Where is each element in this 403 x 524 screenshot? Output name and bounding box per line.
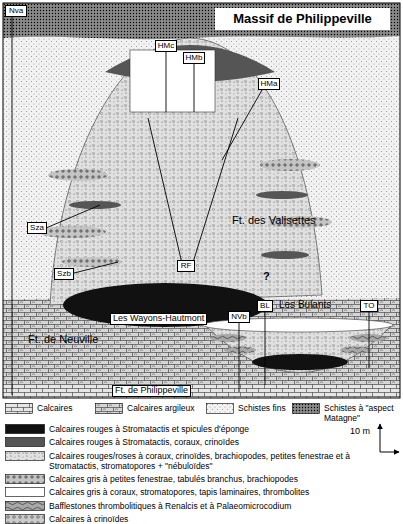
legend-entry: Calcaires argileux <box>95 403 195 414</box>
swatch-pattern <box>6 438 45 447</box>
borehole-name: BL <box>258 301 272 311</box>
borehole-tag: HMb <box>183 52 205 64</box>
swatch-fill <box>293 404 320 414</box>
swatch-fill <box>6 502 45 511</box>
formation-label: Ft. de Neuville <box>28 333 98 345</box>
borehole-name: Szb <box>55 269 73 279</box>
swatch-pattern <box>6 404 33 414</box>
borehole-tag: Nva <box>5 5 27 17</box>
legend-swatch <box>5 487 45 497</box>
section-frame <box>3 3 400 398</box>
legend-swatch <box>95 403 123 414</box>
legend-entry: Calcaires <box>5 403 72 414</box>
borehole-name: HMb <box>184 53 204 63</box>
swatch-pattern <box>6 425 45 434</box>
formation-label: Les Bulants <box>279 299 331 310</box>
borehole-tag: HMa <box>258 78 280 90</box>
borehole-name: Nva <box>6 6 26 16</box>
borehole-name: Sza <box>28 223 46 233</box>
borehole-tag: NVb <box>228 311 250 323</box>
borehole-tag: BL <box>257 300 273 312</box>
section-lines <box>12 17 369 395</box>
borehole-tag: Szb <box>54 268 74 280</box>
legend-text: Schistes fins <box>238 403 286 413</box>
swatch-fill <box>6 452 45 461</box>
swatch-pattern <box>96 404 123 414</box>
borehole-tag: HMc <box>155 40 177 52</box>
legend-text: Calcaires à crinoïdes <box>49 514 128 524</box>
legend-entry: Calcaires rouges à Stromatactis et spicu… <box>5 424 249 434</box>
legend-swatch <box>5 403 33 414</box>
legend-entry: Calcaires gris à petites fenestrae, tabu… <box>5 474 298 484</box>
borehole-name: RF <box>178 261 194 271</box>
mound-les-bulants <box>203 318 393 373</box>
mound-wayons-hautmont <box>38 38 332 327</box>
formation-label: Les Wayons-Hautmont <box>110 313 207 325</box>
legend-swatch <box>206 403 234 414</box>
swatch-fill <box>6 404 33 414</box>
swatch-fill <box>207 404 234 414</box>
legend-entry: Schistes fins <box>206 403 286 414</box>
legend-text: Schistes à "aspect Matagne" <box>324 403 403 423</box>
legend-entry: Schistes à "aspect Matagne" <box>292 403 403 423</box>
swatch-pattern <box>6 475 45 484</box>
borehole-tag: TO <box>360 300 378 312</box>
legend-text: Calcaires <box>37 403 72 413</box>
swatch-fill <box>6 515 45 524</box>
borehole-tag: RF <box>177 260 195 272</box>
legend-entry: Calcaires rouges à Stromatactis, coraux,… <box>5 437 239 447</box>
swatch-fill <box>6 438 45 447</box>
formation-label: Massif de Philippeville <box>215 8 390 30</box>
strata <box>3 3 400 398</box>
swatch-pattern <box>6 488 45 497</box>
swatch-pattern <box>293 404 320 414</box>
swatch-fill <box>6 425 45 434</box>
legend-swatch <box>5 437 45 447</box>
formation-label: 10 m <box>350 427 370 437</box>
legend-text: Calcaires gris à coraux, stromatopores, … <box>49 487 309 497</box>
formation-label: Ft. des Valisettes <box>232 214 316 226</box>
legend-swatch <box>292 403 320 414</box>
swatch-fill <box>96 404 123 414</box>
legend-text: Calcaires argileux <box>127 403 195 413</box>
legend-text: Calcaires rouges à Stromatactis, coraux,… <box>49 437 239 447</box>
borehole-name: TO <box>361 301 377 311</box>
legend-text: Bafflestones thrombolitiques à Renalcis … <box>49 501 291 511</box>
legend-entry: Calcaires gris à coraux, stromatopores, … <box>5 487 309 497</box>
swatch-fill <box>6 488 45 497</box>
legend-swatch <box>5 501 45 511</box>
legend-swatch <box>5 451 45 461</box>
legend-swatch <box>5 474 45 484</box>
scale-bar <box>380 424 399 452</box>
borehole-tag: Sza <box>27 222 47 234</box>
legend-swatch <box>5 514 45 524</box>
legend-text: Calcaires rouges à Stromatactis et spicu… <box>49 424 249 434</box>
legend-swatch <box>5 424 45 434</box>
swatch-pattern <box>6 515 45 524</box>
legend-text: Calcaires gris à petites fenestrae, tabu… <box>49 474 298 484</box>
legend-entry: Calcaires rouges/roses à coraux, crinoïd… <box>5 451 394 471</box>
formation-label: ? <box>263 270 270 282</box>
swatch-fill <box>6 475 45 484</box>
formation-label: Ft. de Philippeville <box>112 385 191 397</box>
swatch-pattern <box>6 452 45 461</box>
borehole-name: HMc <box>156 41 176 51</box>
legend-entry: Calcaires à crinoïdes <box>5 514 128 524</box>
borehole-name: HMa <box>259 79 279 89</box>
legend-text: Calcaires rouges/roses à coraux, crinoïd… <box>49 451 394 471</box>
swatch-pattern <box>6 502 45 511</box>
legend-entry: Bafflestones thrombolitiques à Renalcis … <box>5 501 291 511</box>
swatch-pattern <box>207 404 234 414</box>
borehole-name: NVb <box>229 312 249 322</box>
